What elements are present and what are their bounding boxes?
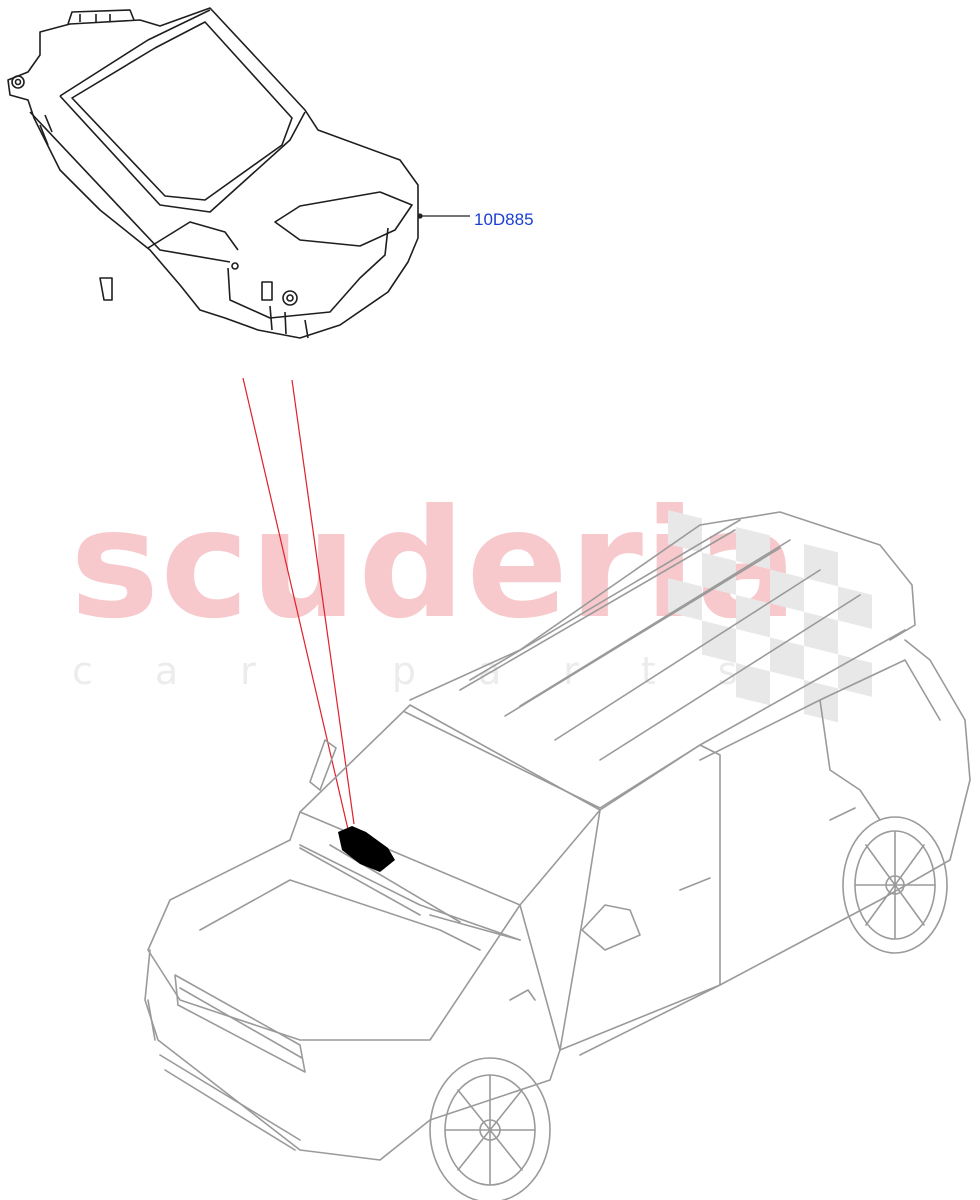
vehicle-outline xyxy=(144,511,971,1200)
control-module-drawing xyxy=(7,7,419,339)
location-pointer-lines xyxy=(242,377,355,839)
watermark-tagline: car parts xyxy=(72,649,800,693)
callout-leader-dot xyxy=(417,213,423,219)
checkered-flag-watermark xyxy=(668,509,872,723)
module-location-marker xyxy=(338,826,395,872)
part-number-label[interactable]: 10D885 xyxy=(474,210,534,229)
